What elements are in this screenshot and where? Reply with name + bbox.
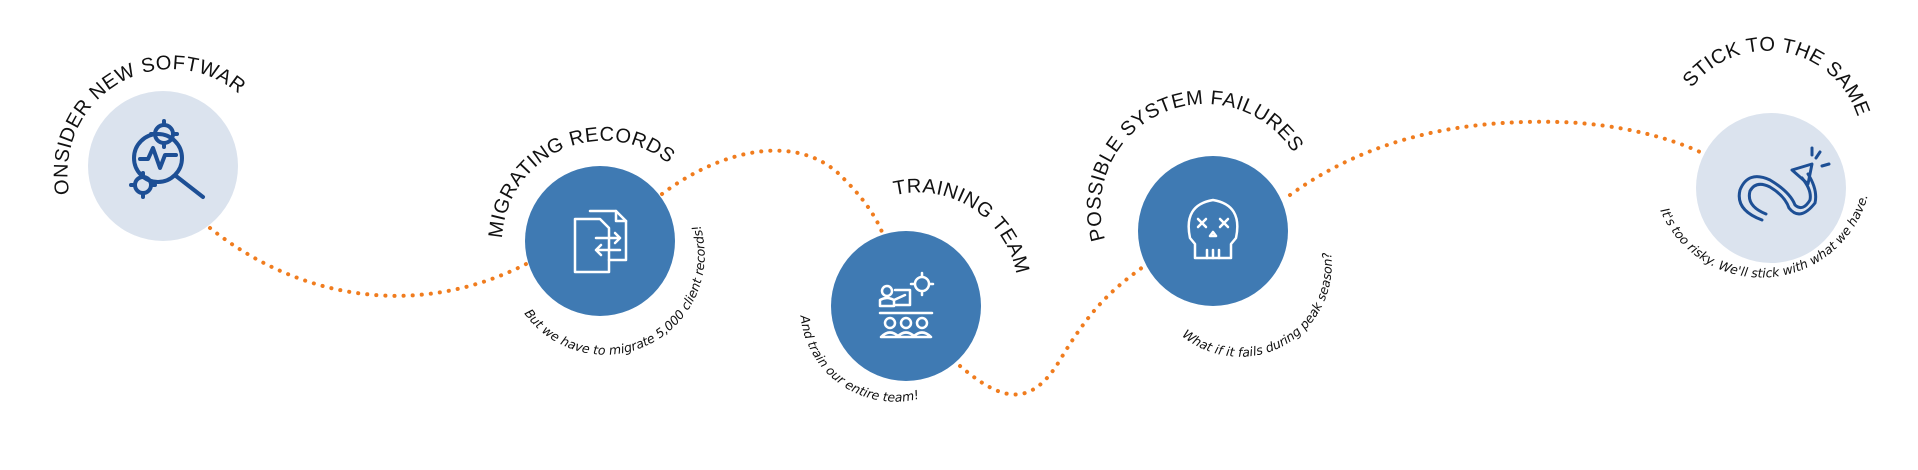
step-consider-circle <box>88 91 238 241</box>
step-migrating-circle <box>525 166 675 316</box>
classroom-training-icon <box>878 271 935 339</box>
step-consider: CONSIDER NEW SOFTWARE <box>0 0 249 241</box>
step-training: TRAINING TEAM And train our entire team! <box>797 175 1033 404</box>
gear-magnifier-icon <box>129 119 205 199</box>
step-stick-title: STICK TO THE SAME <box>1679 34 1874 119</box>
step-failures: POSSIBLE SYSTEM FAILURES What if it fail… <box>1083 87 1335 360</box>
step-migrating: MIGRATING RECORDS But we have to migrate… <box>485 124 708 358</box>
step-stick: STICK TO THE SAME It's too risky. We'll … <box>1657 34 1873 281</box>
curved-arrow-back-icon <box>1737 146 1831 222</box>
skull-icon <box>1187 198 1239 260</box>
transfer-documents-icon <box>573 209 628 274</box>
